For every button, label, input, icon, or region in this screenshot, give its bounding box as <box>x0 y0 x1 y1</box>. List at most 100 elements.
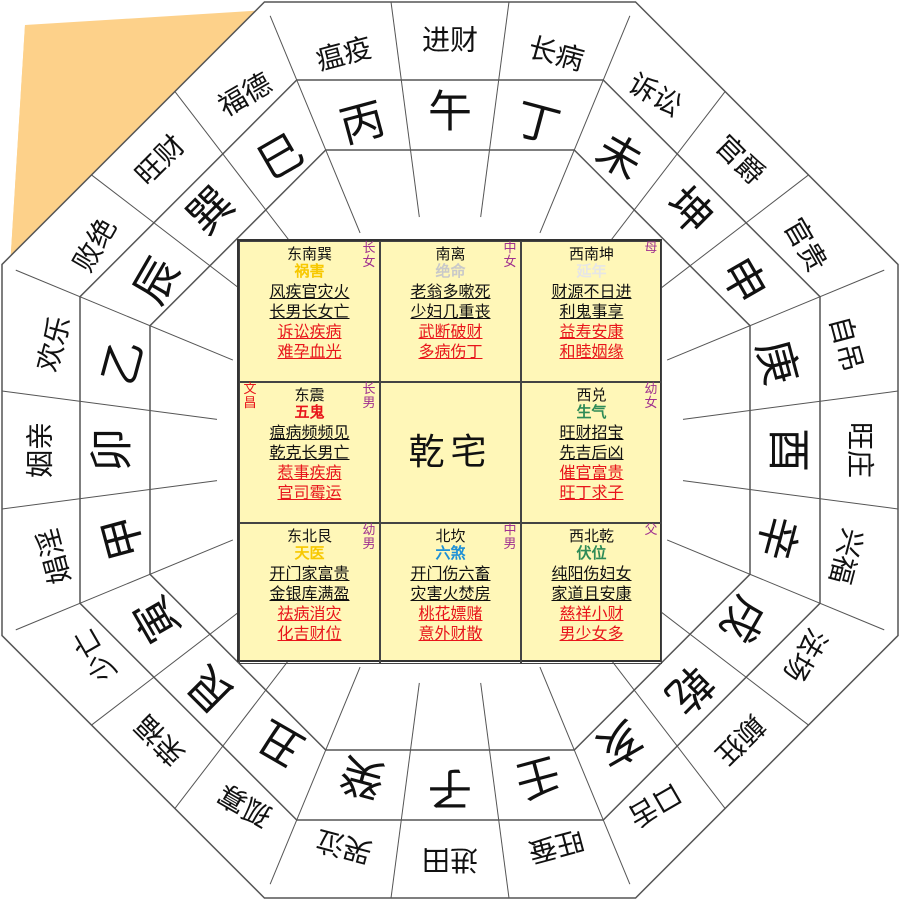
effect-line: 慈祥小财 <box>559 604 624 623</box>
sector-divider <box>15 539 234 631</box>
nine-palace-grid: 长女 东南巽 祸害 风疾官灾火 长男长女亡 诉讼疾病 难孕血光 中女 南离 绝命… <box>237 239 662 664</box>
effect-line: 旺丁求子 <box>559 483 624 502</box>
palace-title: 东震 <box>294 386 325 404</box>
sector-divider <box>682 480 899 510</box>
effect-line: 益寿安康 <box>559 322 624 341</box>
star-name: 六煞 <box>435 544 466 562</box>
effect-line: 和睦姻缘 <box>559 342 624 361</box>
family-tag: 幼男 <box>362 523 376 552</box>
verse-line: 先吉后凶 <box>559 443 624 462</box>
verse-line: 纯阳伤妇女 <box>551 564 632 583</box>
outer-ring-label: 进财 <box>422 24 478 57</box>
sector-divider <box>15 269 234 361</box>
sector-divider <box>390 1 420 218</box>
verse-line: 乾克长男亡 <box>269 443 350 462</box>
effect-line: 桃花嫖赌 <box>418 604 483 623</box>
sector-divider <box>539 666 631 885</box>
star-name: 伏位 <box>576 544 607 562</box>
sector-divider <box>174 636 308 809</box>
effect-line: 多病伤丁 <box>418 342 483 361</box>
verse-line: 瘟病频频见 <box>269 423 350 442</box>
effect-line: 男少女多 <box>559 624 624 643</box>
mountain-label: 酉 <box>763 428 814 472</box>
sector-divider <box>91 174 264 308</box>
verse-line: 开门家富贵 <box>269 564 350 583</box>
verse-line: 长男长女亡 <box>269 302 350 321</box>
sector-divider <box>480 1 510 218</box>
verse-line: 家道且安康 <box>551 584 632 603</box>
mountain-label: 子 <box>428 763 472 814</box>
verse-line: 财源不日进 <box>551 282 632 301</box>
family-tag: 中男 <box>503 523 517 552</box>
palace-title: 东南巽 <box>286 245 332 263</box>
palace-title: 北坎 <box>435 527 466 545</box>
sector-divider <box>666 269 885 361</box>
family-tag: 幼女 <box>644 382 658 411</box>
sector-divider <box>666 539 885 631</box>
outer-ring-label: 进田 <box>422 844 478 877</box>
palace-center: 乾宅 <box>380 382 521 523</box>
palace-title: 南离 <box>435 245 466 263</box>
star-name: 天医 <box>294 544 325 562</box>
palace-northwest: 父 西北乾 伏位 纯阳伤妇女 家道且安康 慈祥小财 男少女多 <box>521 523 662 664</box>
verse-line: 金银库满盈 <box>269 584 350 603</box>
effect-line: 催官富贵 <box>559 463 624 482</box>
effect-line: 难孕血光 <box>277 342 342 361</box>
house-type-title: 乾宅 <box>408 431 493 473</box>
palace-title: 西北乾 <box>568 527 614 545</box>
sector-divider <box>174 91 308 264</box>
wenchang-tag: 文昌 <box>243 382 257 411</box>
sector-divider <box>269 666 361 885</box>
verse-line: 利鬼事享 <box>559 302 624 321</box>
verse-line: 少妇几重丧 <box>410 302 491 321</box>
effect-line: 诉讼疾病 <box>277 322 342 341</box>
sector-divider <box>480 682 510 899</box>
sector-divider <box>636 592 809 726</box>
palace-title: 东北艮 <box>286 527 332 545</box>
star-name: 生气 <box>576 403 607 421</box>
sector-divider <box>592 636 726 809</box>
sector-divider <box>539 15 631 234</box>
outer-ring-label: 姻亲 <box>24 422 57 478</box>
family-tag: 父 <box>644 523 658 538</box>
effect-line: 武断破财 <box>418 322 483 341</box>
palace-title: 西兑 <box>576 386 607 404</box>
palace-south: 中女 南离 绝命 老翁多嗽死 少妇几重丧 武断破财 多病伤丁 <box>380 241 521 382</box>
sector-divider <box>682 390 899 420</box>
sector-divider <box>636 174 809 308</box>
effect-line: 惹事疾病 <box>277 463 342 482</box>
star-name: 祸害 <box>294 262 325 280</box>
palace-title: 西南坤 <box>568 245 614 263</box>
palace-north: 中男 北坎 六煞 开门伤六畜 灾害火焚房 桃花嫖赌 意外财散 <box>380 523 521 664</box>
sector-divider <box>269 15 361 234</box>
palace-west: 幼女 西兑 生气 旺财招宝 先吉后凶 催官富贵 旺丁求子 <box>521 382 662 523</box>
outer-ring-label: 旺庄 <box>844 422 877 478</box>
effect-line: 祛病消灾 <box>277 604 342 623</box>
verse-line: 风疾官灾火 <box>269 282 350 301</box>
sector-divider <box>1 480 218 510</box>
star-name: 绝命 <box>435 262 466 280</box>
palace-southeast: 长女 东南巽 祸害 风疾官灾火 长男长女亡 诉讼疾病 难孕血光 <box>239 241 380 382</box>
star-name: 延年 <box>576 262 607 280</box>
effect-line: 意外财散 <box>418 624 483 643</box>
sector-divider <box>91 592 264 726</box>
verse-line: 老翁多嗽死 <box>410 282 491 301</box>
star-name: 五鬼 <box>294 403 325 421</box>
effect-line: 官司霉运 <box>277 483 342 502</box>
verse-line: 旺财招宝 <box>559 423 624 442</box>
sector-divider <box>1 390 218 420</box>
palace-east: 文昌 长男 东震 五鬼 瘟病频频见 乾克长男亡 惹事疾病 官司霉运 <box>239 382 380 523</box>
mountain-label: 卯 <box>87 428 138 472</box>
family-tag: 长女 <box>362 241 376 270</box>
verse-line: 开门伤六畜 <box>410 564 491 583</box>
effect-line: 化吉财位 <box>277 624 342 643</box>
mountain-label: 午 <box>428 87 472 138</box>
family-tag: 母 <box>644 241 658 256</box>
verse-line: 灾害火焚房 <box>410 584 491 603</box>
family-tag: 长男 <box>362 382 376 411</box>
sector-divider <box>592 91 726 264</box>
palace-southwest: 母 西南坤 延年 财源不日进 利鬼事享 益寿安康 和睦姻缘 <box>521 241 662 382</box>
family-tag: 中女 <box>503 241 517 270</box>
palace-northeast: 幼男 东北艮 天医 开门家富贵 金银库满盈 祛病消灾 化吉财位 <box>239 523 380 664</box>
